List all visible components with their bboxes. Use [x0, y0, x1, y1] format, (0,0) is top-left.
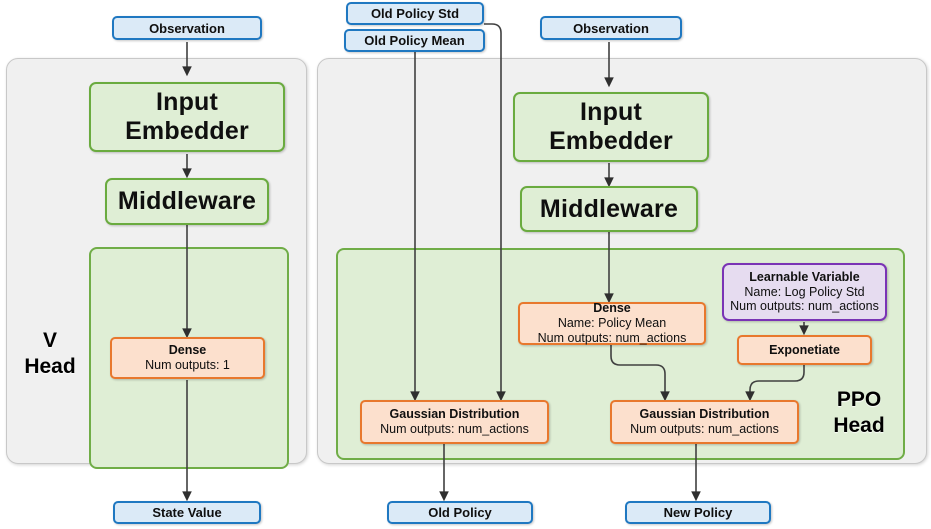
op-gaussian-new-sub1: Num outputs: num_actions [630, 422, 779, 436]
v-head-label: V Head [16, 328, 84, 381]
io-old-policy-label: Old Policy [428, 505, 492, 520]
module-input-embedder-v-label: Input Embedder [125, 88, 249, 145]
io-new-policy[interactable]: New Policy [625, 501, 771, 524]
op-gaussian-distribution-new[interactable]: Gaussian Distribution Num outputs: num_a… [610, 400, 799, 444]
io-observation-ppo[interactable]: Observation [540, 16, 682, 40]
io-old-policy-std[interactable]: Old Policy Std [346, 2, 484, 25]
op-dense-v[interactable]: Dense Num outputs: 1 [110, 337, 265, 379]
op-gaussian-old-title: Gaussian Distribution [389, 407, 520, 422]
module-input-embedder-ppo-label: Input Embedder [549, 98, 673, 155]
io-state-value[interactable]: State Value [113, 501, 261, 524]
op-exponetiate-title: Exponetiate [769, 342, 840, 357]
op-gaussian-distribution-old[interactable]: Gaussian Distribution Num outputs: num_a… [360, 400, 549, 444]
op-dense-policy-mean-sub2: Num outputs: num_actions [537, 330, 687, 345]
op-dense-policy-mean[interactable]: Dense Name: Policy Mean Num outputs: num… [518, 301, 706, 345]
io-observation-v-label: Observation [149, 20, 225, 36]
io-observation-v[interactable]: Observation [112, 16, 262, 40]
io-old-policy-mean-label: Old Policy Mean [364, 33, 465, 48]
io-observation-ppo-label: Observation [573, 20, 649, 36]
module-input-embedder-v[interactable]: Input Embedder [89, 82, 285, 152]
op-gaussian-old-sub1: Num outputs: num_actions [380, 422, 529, 436]
op-dense-policy-mean-sub1: Name: Policy Mean [557, 316, 667, 331]
op-gaussian-new-title: Gaussian Distribution [639, 407, 770, 422]
op-learnable-variable-log-policy-std[interactable]: Learnable Variable Name: Log Policy Std … [722, 263, 887, 321]
ppo-head-label-line1: PPO [836, 388, 882, 411]
module-middleware-v[interactable]: Middleware [105, 178, 269, 225]
io-old-policy-mean[interactable]: Old Policy Mean [344, 29, 485, 52]
module-middleware-ppo-label: Middleware [539, 194, 679, 223]
module-middleware-v-label: Middleware [117, 187, 257, 215]
io-old-policy-std-label: Old Policy Std [370, 6, 460, 21]
ppo-head-label: PPO Head [820, 387, 898, 440]
op-dense-v-title: Dense [168, 343, 207, 358]
io-state-value-label: State Value [152, 505, 222, 520]
op-dense-v-sub1: Num outputs: 1 [145, 358, 230, 372]
v-head-label-line2: Head [24, 355, 76, 379]
io-new-policy-label: New Policy [663, 505, 733, 520]
module-input-embedder-ppo[interactable]: Input Embedder [513, 92, 709, 162]
op-exponetiate[interactable]: Exponetiate [737, 335, 872, 365]
op-dense-policy-mean-title: Dense [593, 301, 631, 316]
ppo-head-label-line2: Head [833, 414, 885, 438]
io-old-policy[interactable]: Old Policy [387, 501, 533, 524]
op-learnable-variable-sub2: Num outputs: num_actions [730, 299, 879, 314]
module-middleware-ppo[interactable]: Middleware [520, 186, 698, 232]
op-learnable-variable-title: Learnable Variable [749, 269, 860, 284]
v-head-label-line1: V [42, 329, 57, 352]
op-learnable-variable-sub1: Name: Log Policy Std [744, 284, 865, 299]
